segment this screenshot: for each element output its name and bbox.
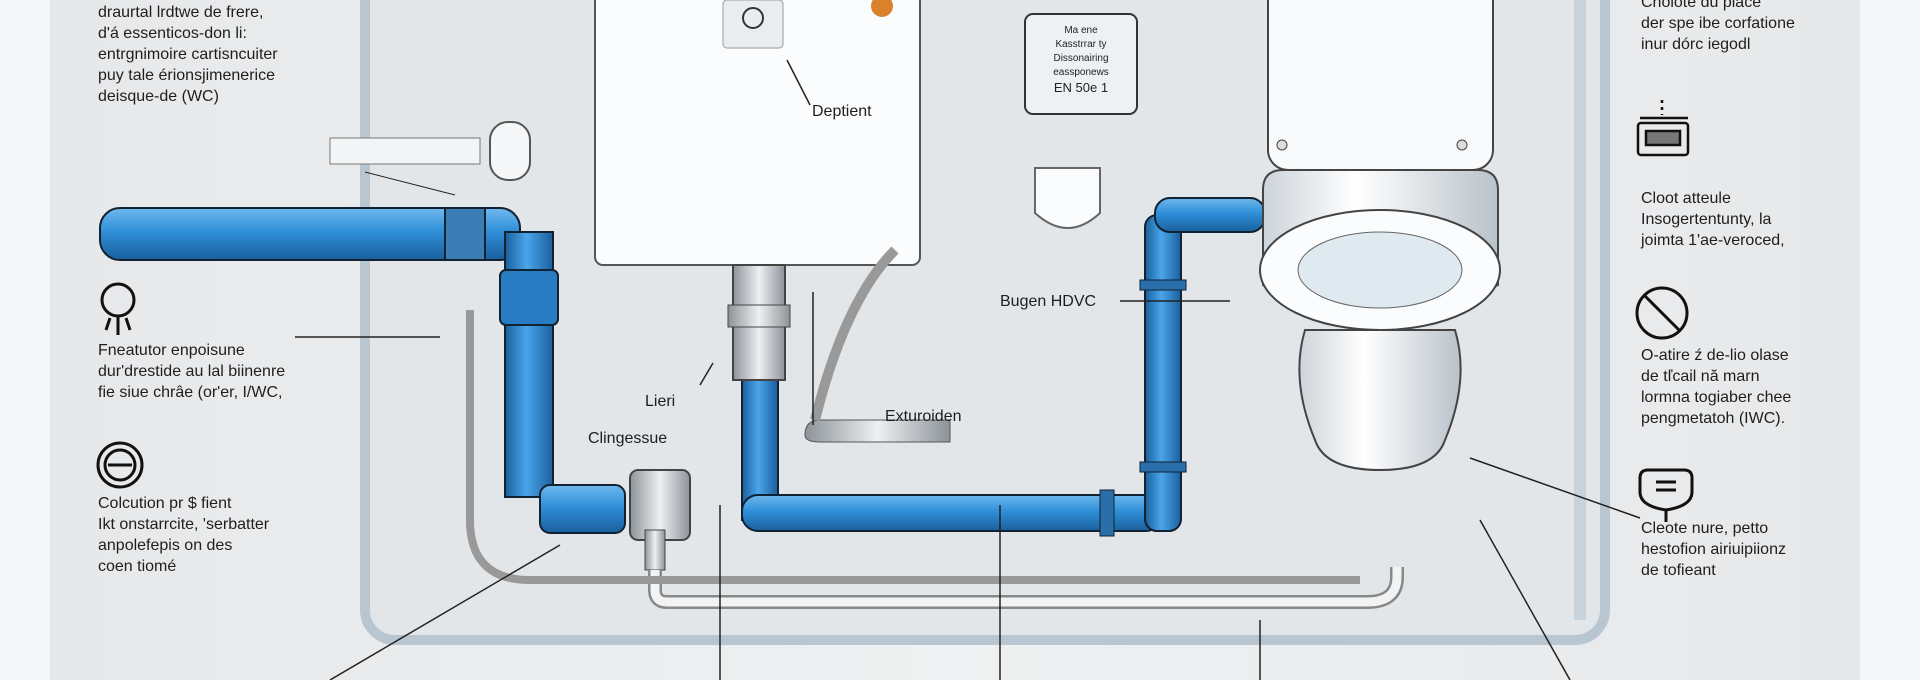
circle-s-icon — [96, 441, 144, 489]
flush-box-icon — [1636, 100, 1690, 157]
label-valve: Clingessue — [588, 430, 667, 447]
cistern-tank — [594, 0, 921, 266]
label-hose: Exturoiden — [885, 408, 962, 425]
svg-text:eassponews: eassponews — [1053, 67, 1109, 78]
toilet — [1259, 0, 1501, 472]
svg-text:Kasstrrar ty: Kasstrrar ty — [1055, 39, 1106, 50]
label-pipe: Bugen HDVC — [1000, 293, 1096, 310]
svg-text:EN 50e 1: EN 50e 1 — [1054, 80, 1108, 95]
prohibited-icon — [1635, 286, 1689, 340]
seal-cup-icon — [1034, 167, 1101, 229]
svg-text:Ma ene: Ma ene — [1064, 25, 1098, 36]
steel-drain-pipe — [466, 246, 1404, 609]
filter-icon — [1638, 468, 1694, 522]
blue-supply-pipe — [99, 197, 1266, 537]
left-note-1: draurtal lrdtwe de frere,d'á essenticos-… — [98, 4, 278, 105]
wall-bracket — [329, 121, 531, 196]
leader-lines — [295, 292, 1641, 680]
sun-valve-icon — [100, 282, 136, 335]
spec-label-box: Ma ene Kasstrrar ty Dissonairing easspon… — [1024, 13, 1138, 115]
label-link: Lieri — [645, 393, 675, 410]
label-tank: Deptient — [812, 103, 872, 120]
svg-text:Dissonairing: Dissonairing — [1053, 53, 1108, 64]
